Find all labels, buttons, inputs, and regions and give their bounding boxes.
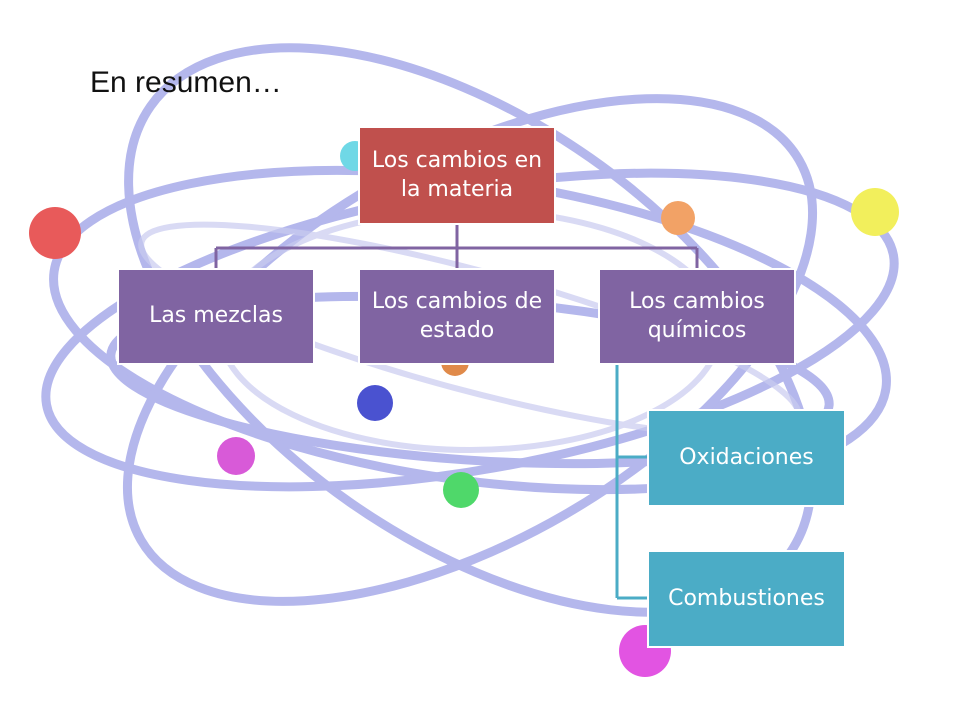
child-node-label: Las mezclas: [149, 303, 283, 329]
subchild-node-combustiones: Combustiones: [647, 550, 846, 648]
blue-particle: [357, 385, 393, 421]
orange-particle: [661, 201, 695, 235]
child-node-label: Los cambios químicos: [629, 288, 765, 343]
subchild-node-label: Combustiones: [668, 585, 825, 611]
red-particle: [29, 207, 81, 259]
root-node-label: Los cambios en la materia: [371, 147, 543, 202]
child-node-cambios-quimicos: Los cambios químicos: [598, 268, 796, 365]
child-node-cambios-estado: Los cambios de estado: [358, 268, 556, 365]
subchild-node-oxidaciones: Oxidaciones: [647, 409, 846, 507]
pink-particle: [217, 437, 255, 475]
child-node-label: Los cambios de estado: [371, 288, 543, 343]
page-title: En resumen…: [90, 66, 282, 99]
green-particle: [443, 472, 479, 508]
subchild-node-label: Oxidaciones: [679, 444, 814, 470]
child-node-mezclas: Las mezclas: [117, 268, 315, 365]
yellow-particle: [851, 188, 899, 236]
root-node: Los cambios en la materia: [358, 126, 556, 225]
